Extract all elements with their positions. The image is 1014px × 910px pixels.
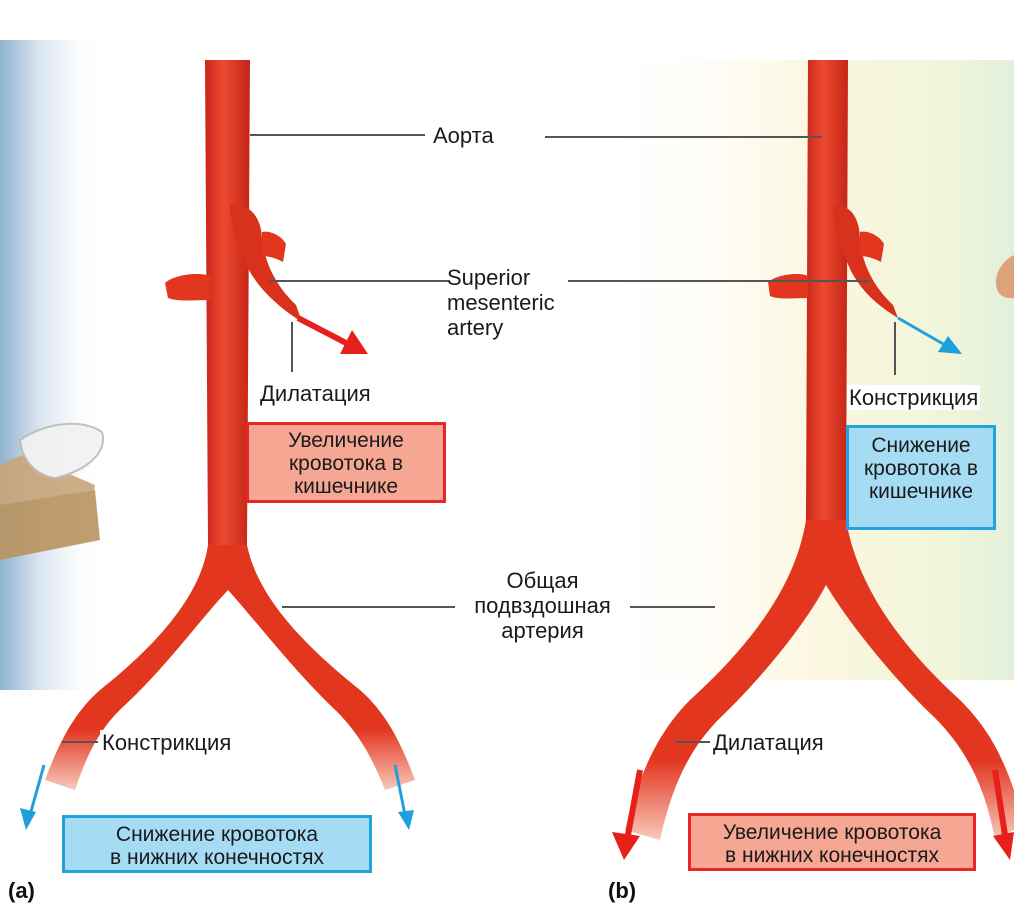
panel-a-gut-line-1: Увеличение xyxy=(249,429,443,452)
panel-b-leg-state: Дилатация xyxy=(713,730,824,755)
panel-a-gut-box: Увеличение кровотока в кишечнике xyxy=(246,422,446,503)
sma-label: Superior mesenteric artery xyxy=(447,265,577,340)
leg-flow-arrow-a-left xyxy=(20,765,44,830)
panel-b-leg-line-2: в нижних конечностях xyxy=(691,844,973,867)
panel-b-gut-line-2: кровотока в xyxy=(849,457,993,480)
panel-a-leg-line-1: Снижение кровотока xyxy=(65,823,369,846)
panel-a-letter: (a) xyxy=(8,878,35,904)
sma-flow-arrow-a xyxy=(298,318,368,354)
panel-b-gut-line-3: кишечнике xyxy=(849,480,993,503)
aorta-label: Аорта xyxy=(433,123,494,148)
panel-b-leg-line-1: Увеличение кровотока xyxy=(691,821,973,844)
common-iliac-line-1: Общая xyxy=(455,568,630,593)
panel-b-leg-box: Увеличение кровотока в нижних конечностя… xyxy=(688,813,976,871)
panel-b-sma-state: Констрикция xyxy=(847,385,980,410)
panel-a-sma-state: Дилатация xyxy=(258,381,373,406)
sma-label-line-2: mesenteric xyxy=(447,290,577,315)
panel-a-leg-state: Констрикция xyxy=(100,730,233,755)
sma-label-line-3: artery xyxy=(447,315,577,340)
panel-a-gut-line-2: кровотока в xyxy=(249,452,443,475)
panel-a-leg-line-2: в нижних конечностях xyxy=(65,846,369,869)
panel-b-gut-line-1: Снижение xyxy=(849,434,993,457)
common-iliac-label: Общая подвздошная артерия xyxy=(455,568,630,643)
panel-a-gut-line-3: кишечнике xyxy=(249,475,443,498)
common-iliac-line-3: артерия xyxy=(455,618,630,643)
panel-a-leg-box: Снижение кровотока в нижних конечностях xyxy=(62,815,372,873)
common-iliac-line-2: подвздошная xyxy=(455,593,630,618)
panel-b-letter: (b) xyxy=(608,878,636,904)
sma-label-line-1: Superior xyxy=(447,265,577,290)
panel-b-gut-box: Снижение кровотока в кишечнике xyxy=(846,425,996,530)
